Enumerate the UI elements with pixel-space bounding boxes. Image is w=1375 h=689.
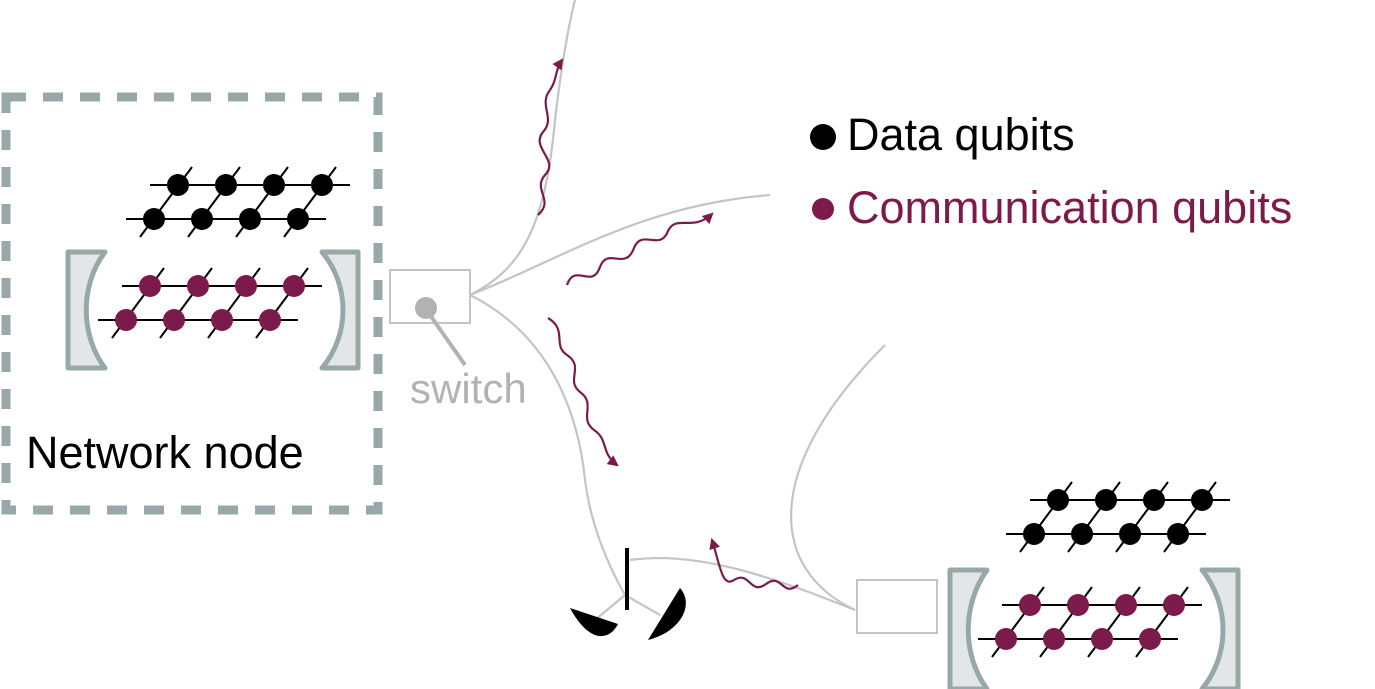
node1-comm-qubit <box>187 275 209 297</box>
node2-qubits <box>978 481 1230 658</box>
node2-data-qubit <box>1143 489 1165 511</box>
legend-communication-qubit-marker <box>812 198 834 220</box>
photons <box>537 58 799 590</box>
node2-comm-qubit <box>1163 594 1185 616</box>
fiber-bsm-right <box>624 594 661 616</box>
node2-comm-qubit <box>1139 628 1161 650</box>
node2-data-qubit <box>1167 523 1189 545</box>
node1-data-qubit <box>311 174 333 196</box>
legend-data-qubits-label: Data qubits <box>847 109 1075 160</box>
node2-comm-qubit <box>1043 628 1065 650</box>
photon-up <box>537 58 564 216</box>
node1-data-qubit <box>167 174 189 196</box>
node2-data-qubit <box>1095 489 1117 511</box>
detector-left-icon <box>570 608 618 637</box>
photon-to-bsm <box>709 537 799 590</box>
node2-comm-qubit <box>1115 594 1137 616</box>
node1-qubits <box>98 166 350 339</box>
node1-data-qubit <box>287 208 309 230</box>
node2-comm-qubit <box>1091 628 1113 650</box>
node1-data-qubit <box>191 208 213 230</box>
network-node-label: Network node <box>26 427 304 478</box>
node2-comm-qubit <box>1019 594 1041 616</box>
node1-comm-qubit <box>163 309 185 331</box>
fiber-node2-up <box>790 344 886 611</box>
node1-comm-qubit <box>283 275 305 297</box>
switch-label: switch <box>410 365 527 412</box>
fiber-node2-to-bsm <box>629 556 856 612</box>
node2-right-mirror <box>1199 567 1241 689</box>
network-node-boundary <box>1 92 383 515</box>
node1-comm-qubit <box>259 309 281 331</box>
detector-right-icon <box>648 588 686 640</box>
fiber-bsm-left <box>594 594 626 621</box>
fiber-down <box>469 294 626 596</box>
node1-comm-qubit <box>211 309 233 331</box>
node2-left-mirror <box>947 567 990 689</box>
node2-data-qubit <box>1023 523 1045 545</box>
legend: Data qubits Communication qubits <box>810 109 1292 233</box>
node1-data-qubit <box>143 208 165 230</box>
bell-state-measurement <box>570 548 686 640</box>
switch-knob <box>415 297 437 319</box>
legend-communication-qubits-label: Communication qubits <box>847 182 1292 233</box>
node2-data-qubit <box>1191 489 1213 511</box>
node1-comm-qubit <box>235 275 257 297</box>
legend-data-qubit-marker <box>810 124 836 150</box>
photon-right <box>565 212 714 286</box>
switch-lever <box>428 313 467 367</box>
fiber-right <box>469 193 771 297</box>
node2-data-qubit <box>1119 523 1141 545</box>
node2-connector-box <box>856 579 938 634</box>
node1-right-mirror <box>319 249 361 371</box>
node1-data-qubit <box>263 174 285 196</box>
node1-data-qubit <box>215 174 237 196</box>
node1-comm-qubit <box>139 275 161 297</box>
photon-down <box>547 317 619 467</box>
node2-comm-qubit <box>995 628 1017 650</box>
node1-left-mirror <box>65 249 108 371</box>
node2-data-qubit <box>1047 489 1069 511</box>
node1-comm-qubit <box>115 309 137 331</box>
node2-comm-qubit <box>1067 594 1089 616</box>
node2-data-qubit <box>1071 523 1093 545</box>
fibers <box>469 0 886 621</box>
fiber-up <box>469 0 577 296</box>
node1-data-qubit <box>239 208 261 230</box>
